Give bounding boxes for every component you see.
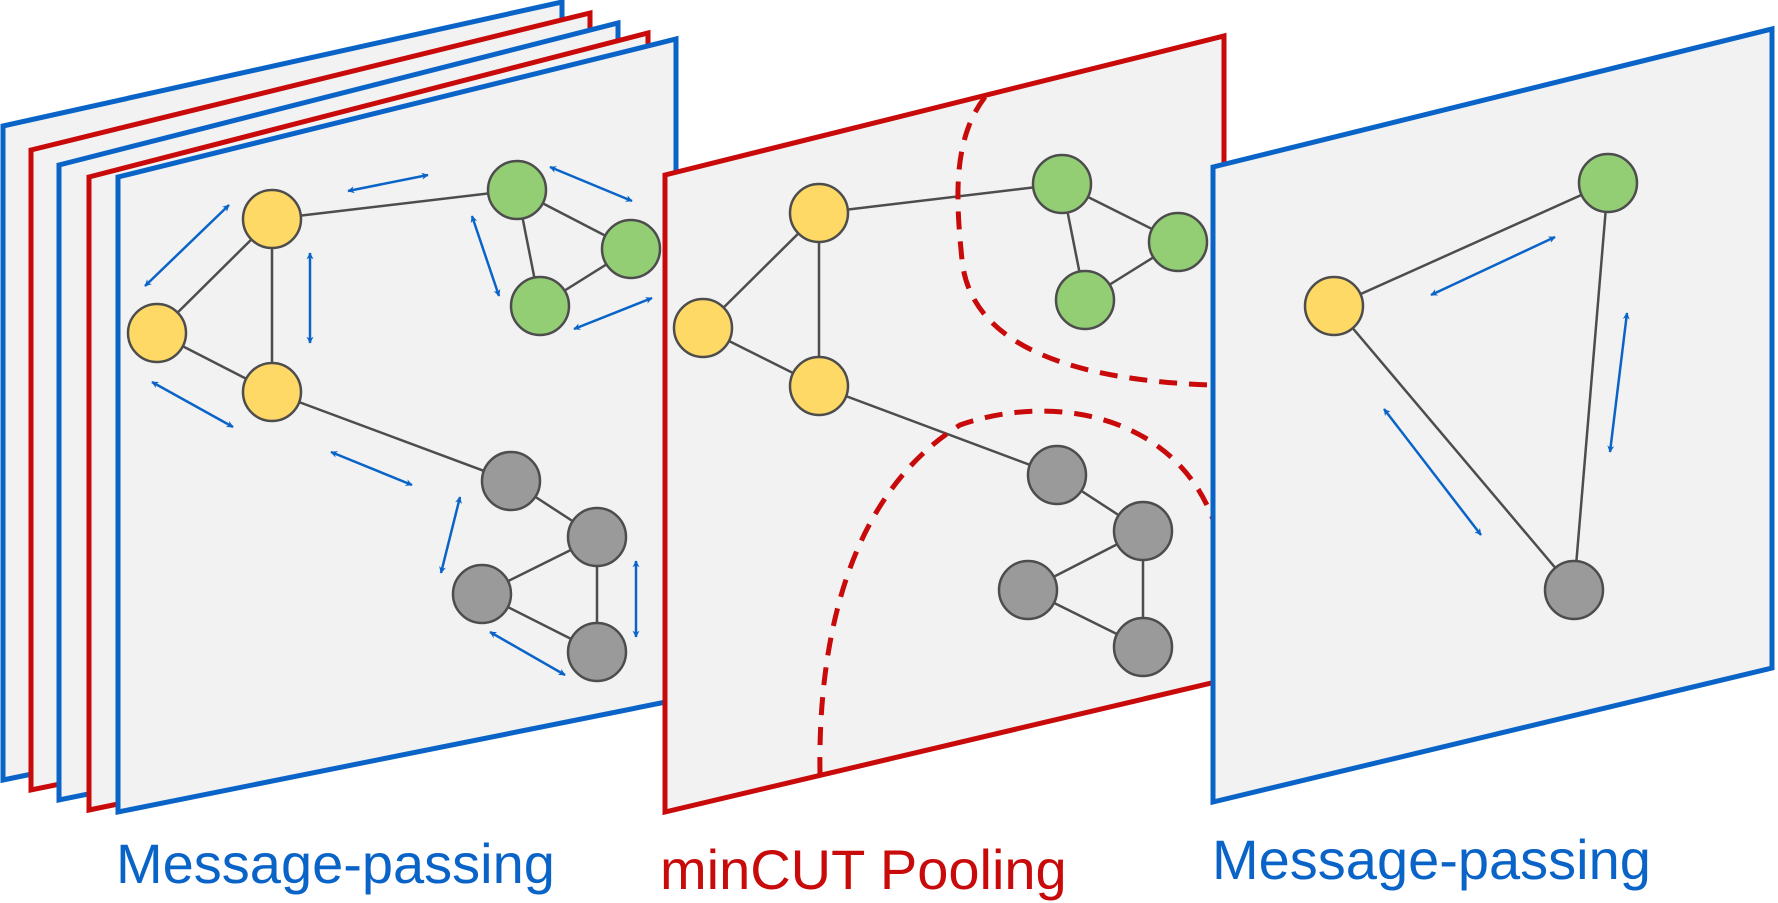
left-graph-node-gray (480, 450, 542, 512)
message-passing-panel-left-border (115, 35, 679, 816)
message-passing-panel-right (1210, 25, 1775, 806)
pooled-graph-message-arrow (1430, 235, 1556, 297)
pooled-graph (1303, 152, 1639, 621)
mincut-graph-edge (818, 384, 1058, 477)
left-graph-node-green (509, 275, 571, 337)
left-graph-message-arrow (549, 165, 633, 203)
left-graph-node-green (486, 159, 548, 221)
left-graph-node-green (600, 218, 662, 280)
left-graph-edge (271, 188, 518, 221)
caption-message-passing-right: Message-passing (1212, 828, 1651, 891)
mincut-pooling-panel (662, 32, 1227, 816)
cluster-boundary-dashed (955, 95, 1213, 388)
left-graph-message-arrow (330, 450, 413, 487)
pooled-graph-message-arrow (1383, 408, 1482, 536)
left-graph-nodes (126, 159, 662, 683)
pooled-graph-arrows (1383, 235, 1630, 536)
mincut-graph-node-yellow (672, 297, 734, 359)
mincut-graph-node-green (1031, 153, 1093, 215)
left-graph-node-yellow (241, 361, 303, 423)
pooled-graph-message-arrow (1607, 312, 1630, 453)
mincut-graph (672, 153, 1209, 678)
left-graph-message-arrow (347, 172, 429, 194)
left-graph-message-arrow (470, 215, 501, 297)
panels-layer (0, 0, 1775, 816)
cluster-boundaries (817, 95, 1218, 776)
left-graph-node-gray (566, 621, 628, 683)
left-graph-message-arrow (439, 496, 462, 574)
message-passing-panel-right-border (1210, 25, 1775, 806)
pooled-graph-nodes (1303, 152, 1639, 621)
left-graph-edge (271, 390, 512, 483)
left-graph-node-yellow (241, 188, 303, 250)
caption-mincut-pooling: minCUT Pooling (660, 838, 1067, 901)
caption-message-passing-left: Message-passing (116, 832, 555, 895)
mincut-graph-node-gray (997, 559, 1059, 621)
message-passing-panel-left (115, 35, 679, 816)
cluster-boundary-dashed (817, 408, 1218, 776)
left-graph-arrows (144, 165, 653, 677)
left-graph-message-arrow (489, 630, 566, 677)
left-graph-node-gray (566, 506, 628, 568)
pooled-graph-node-green (1577, 152, 1639, 214)
pooled-graph-node-gray (1543, 559, 1605, 621)
mincut-graph-nodes (672, 153, 1209, 678)
mincut-graph-edge (818, 182, 1063, 215)
mincut-graph-node-yellow (788, 355, 850, 417)
mincut-graph-node-gray (1026, 444, 1088, 506)
left-graph-node-gray (451, 563, 513, 625)
left-graph (126, 159, 662, 683)
left-graph-message-arrow (151, 380, 234, 429)
mincut-graph-node-yellow (788, 182, 850, 244)
left-graph-node-yellow (126, 302, 188, 364)
left-graph-message-arrow (573, 296, 653, 331)
mincut-graph-node-green (1054, 269, 1116, 331)
pooled-graph-node-yellow (1303, 275, 1365, 337)
pooled-graph-edge (1572, 182, 1610, 591)
mincut-graph-node-gray (1112, 500, 1174, 562)
mincut-graph-node-gray (1112, 616, 1174, 678)
left-graph-message-arrow (144, 204, 230, 287)
mincut-pooling-panel-border (662, 32, 1227, 816)
mincut-graph-node-green (1147, 211, 1209, 273)
